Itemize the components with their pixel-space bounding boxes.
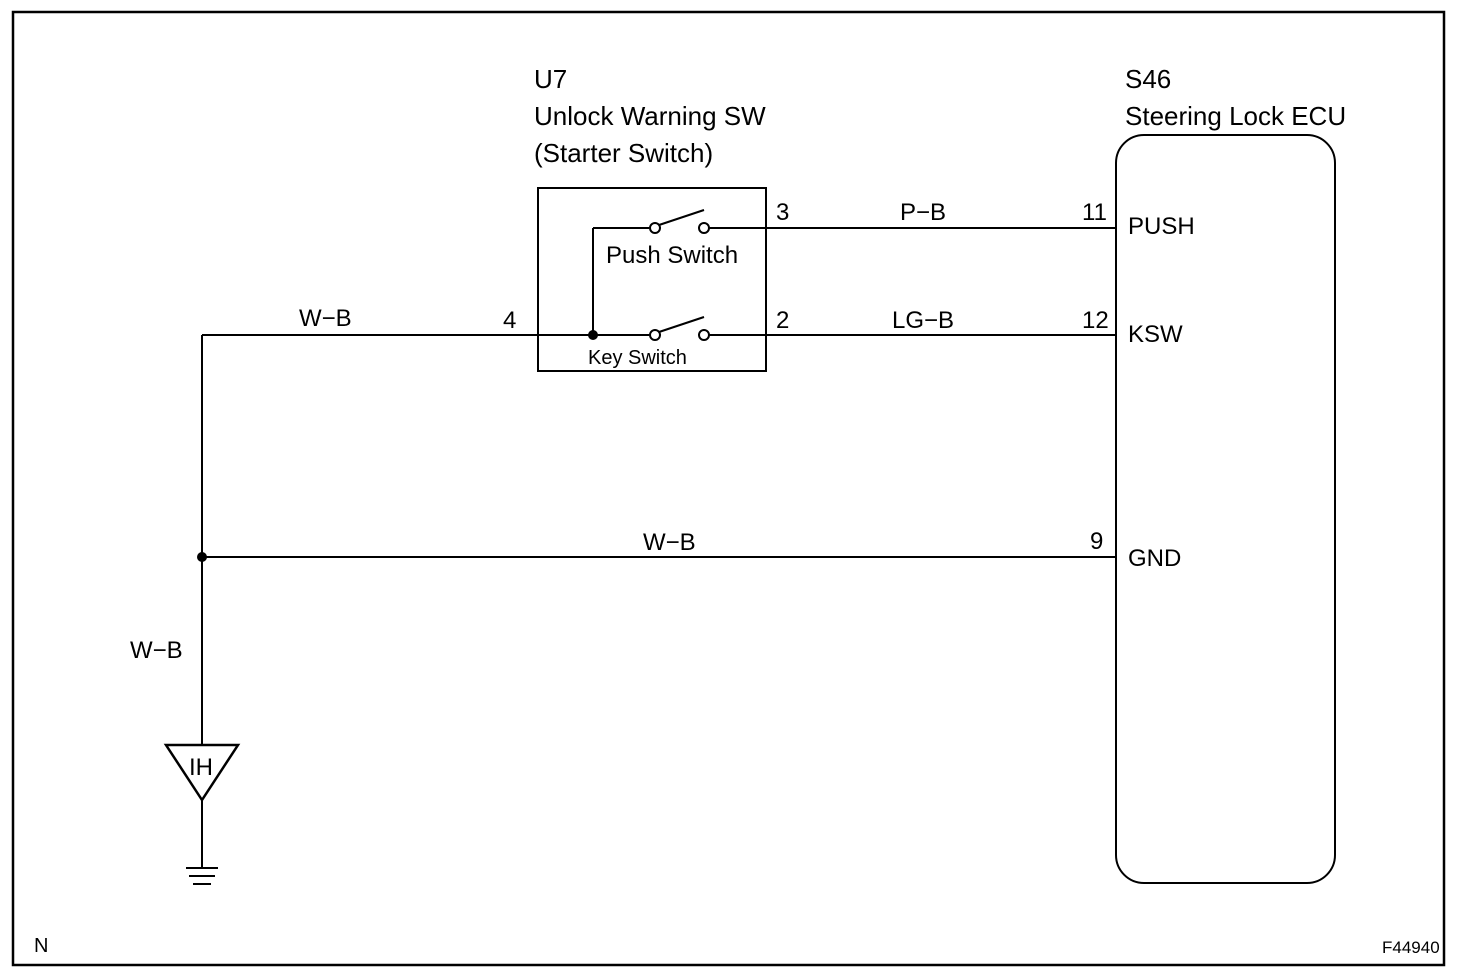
ground-symbol-icon xyxy=(186,867,218,885)
wire-color-push: P−B xyxy=(900,199,946,226)
wire-color-ksw: LG−B xyxy=(892,307,954,334)
ecu-box xyxy=(1115,134,1336,884)
switch-name: Unlock Warning SW xyxy=(534,101,766,131)
ecu-code: S46 xyxy=(1125,64,1171,94)
ground-point-code: IH xyxy=(189,754,213,781)
switch-box xyxy=(537,187,767,372)
wire-color-ground-run: W−B xyxy=(130,637,183,664)
ecu-pin-label-push: PUSH xyxy=(1128,213,1195,240)
wire-color-feed: W−B xyxy=(299,305,352,332)
corner-label: N xyxy=(34,935,48,957)
push-switch-label: Push Switch xyxy=(606,242,738,269)
wire-ksw: LG−B xyxy=(766,307,1116,336)
diagram-border xyxy=(11,10,1446,967)
pin-4: 4 xyxy=(503,307,516,334)
ecu-pin-number-ksw: 12 xyxy=(1082,307,1109,334)
wire-left-vertical xyxy=(197,335,207,745)
ecu-name: Steering Lock ECU xyxy=(1125,101,1346,131)
switch-subname: (Starter Switch) xyxy=(534,138,713,168)
pin-3: 3 xyxy=(776,199,789,226)
ground-point-icon xyxy=(163,743,241,803)
ecu-pin-label-gnd: GND xyxy=(1128,545,1181,572)
wire-feed: W−B xyxy=(202,305,538,336)
ecu-pin-number-push: 11 xyxy=(1082,199,1107,226)
steering-lock-ecu: S46 Steering Lock ECU 11 PUSH 12 KSW 9 G… xyxy=(1082,64,1346,884)
wire-push: P−B xyxy=(766,199,1116,229)
ground-point: IH xyxy=(163,743,241,885)
figure-id: F44940 xyxy=(1382,938,1440,957)
ecu-pin-number-gnd: 9 xyxy=(1090,528,1103,555)
pin-2: 2 xyxy=(776,307,789,334)
push-switch-icon xyxy=(593,209,766,234)
wire-color-gnd: W−B xyxy=(643,529,696,556)
key-switch-icon xyxy=(538,316,766,341)
switch-code: U7 xyxy=(534,64,567,94)
unlock-warning-switch: U7 Unlock Warning SW (Starter Switch) Pu… xyxy=(503,64,789,372)
ecu-pin-label-ksw: KSW xyxy=(1128,321,1183,348)
key-switch-label: Key Switch xyxy=(588,347,687,369)
wire-gnd: W−B xyxy=(202,529,1116,558)
